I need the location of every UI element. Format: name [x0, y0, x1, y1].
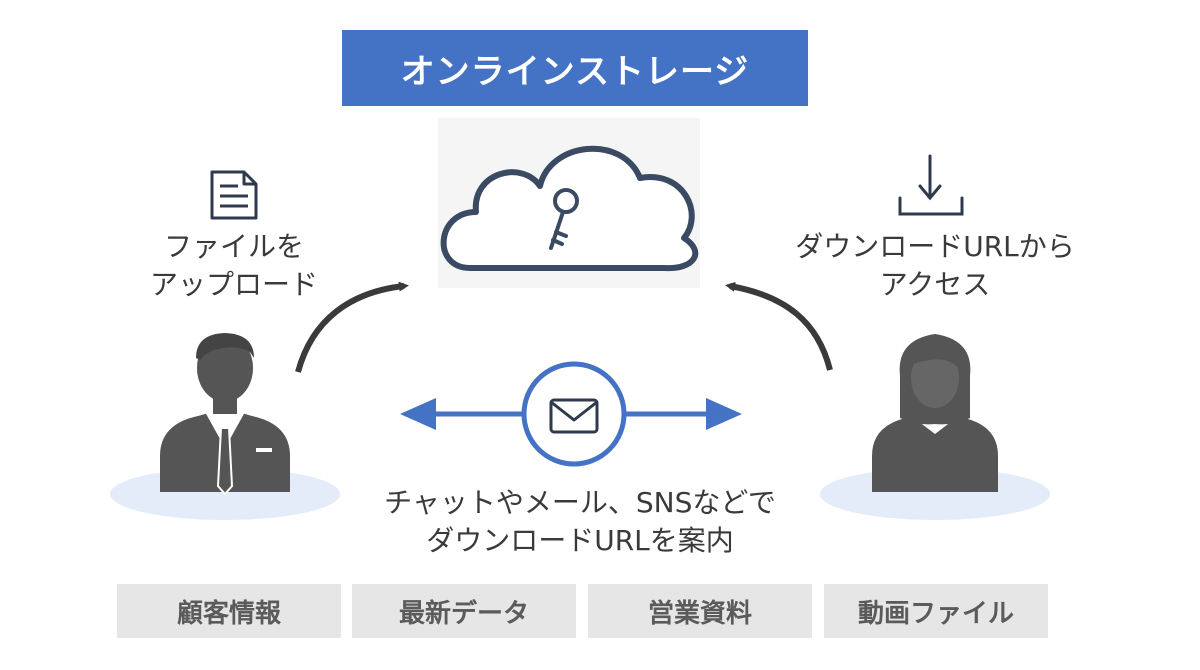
title-text: オンラインストレージ [400, 51, 750, 92]
download-caption: ダウンロードURLから アクセス [772, 228, 1098, 304]
businessman-icon [160, 333, 290, 496]
upload-caption-line-1: ファイルを [163, 230, 304, 263]
tag-label: 顧客情報 [176, 598, 281, 629]
share-caption-line-1: チャットやメール、SNSなどで [384, 486, 776, 519]
title-banner: オンラインストレージ [342, 30, 808, 106]
tag-video-files: 動画ファイル [824, 584, 1048, 638]
share-caption-line-2: ダウンロードURLを案内 [426, 524, 734, 557]
tag-sales-materials: 営業資料 [588, 584, 812, 638]
cloud-key-icon [440, 145, 699, 272]
upload-caption-line-2: アップロード [149, 268, 318, 301]
tag-label: 最新データ [398, 598, 529, 629]
tag-label: 営業資料 [647, 598, 752, 629]
tag-customer-info: 顧客情報 [117, 584, 341, 638]
download-icon [898, 154, 964, 216]
tag-latest-data: 最新データ [352, 584, 576, 638]
upload-caption: ファイルを アップロード [140, 228, 328, 304]
document-icon [210, 170, 258, 220]
download-arrow [725, 281, 833, 371]
businesswoman-icon [872, 334, 998, 492]
tag-label: 動画ファイル [857, 598, 1014, 629]
upload-arrow [295, 281, 409, 373]
share-caption: チャットやメール、SNSなどで ダウンロードURLを案内 [340, 484, 820, 560]
mail-icon [521, 361, 627, 467]
download-caption-line-2: アクセス [879, 268, 991, 301]
download-caption-line-1: ダウンロードURLから [795, 230, 1075, 263]
